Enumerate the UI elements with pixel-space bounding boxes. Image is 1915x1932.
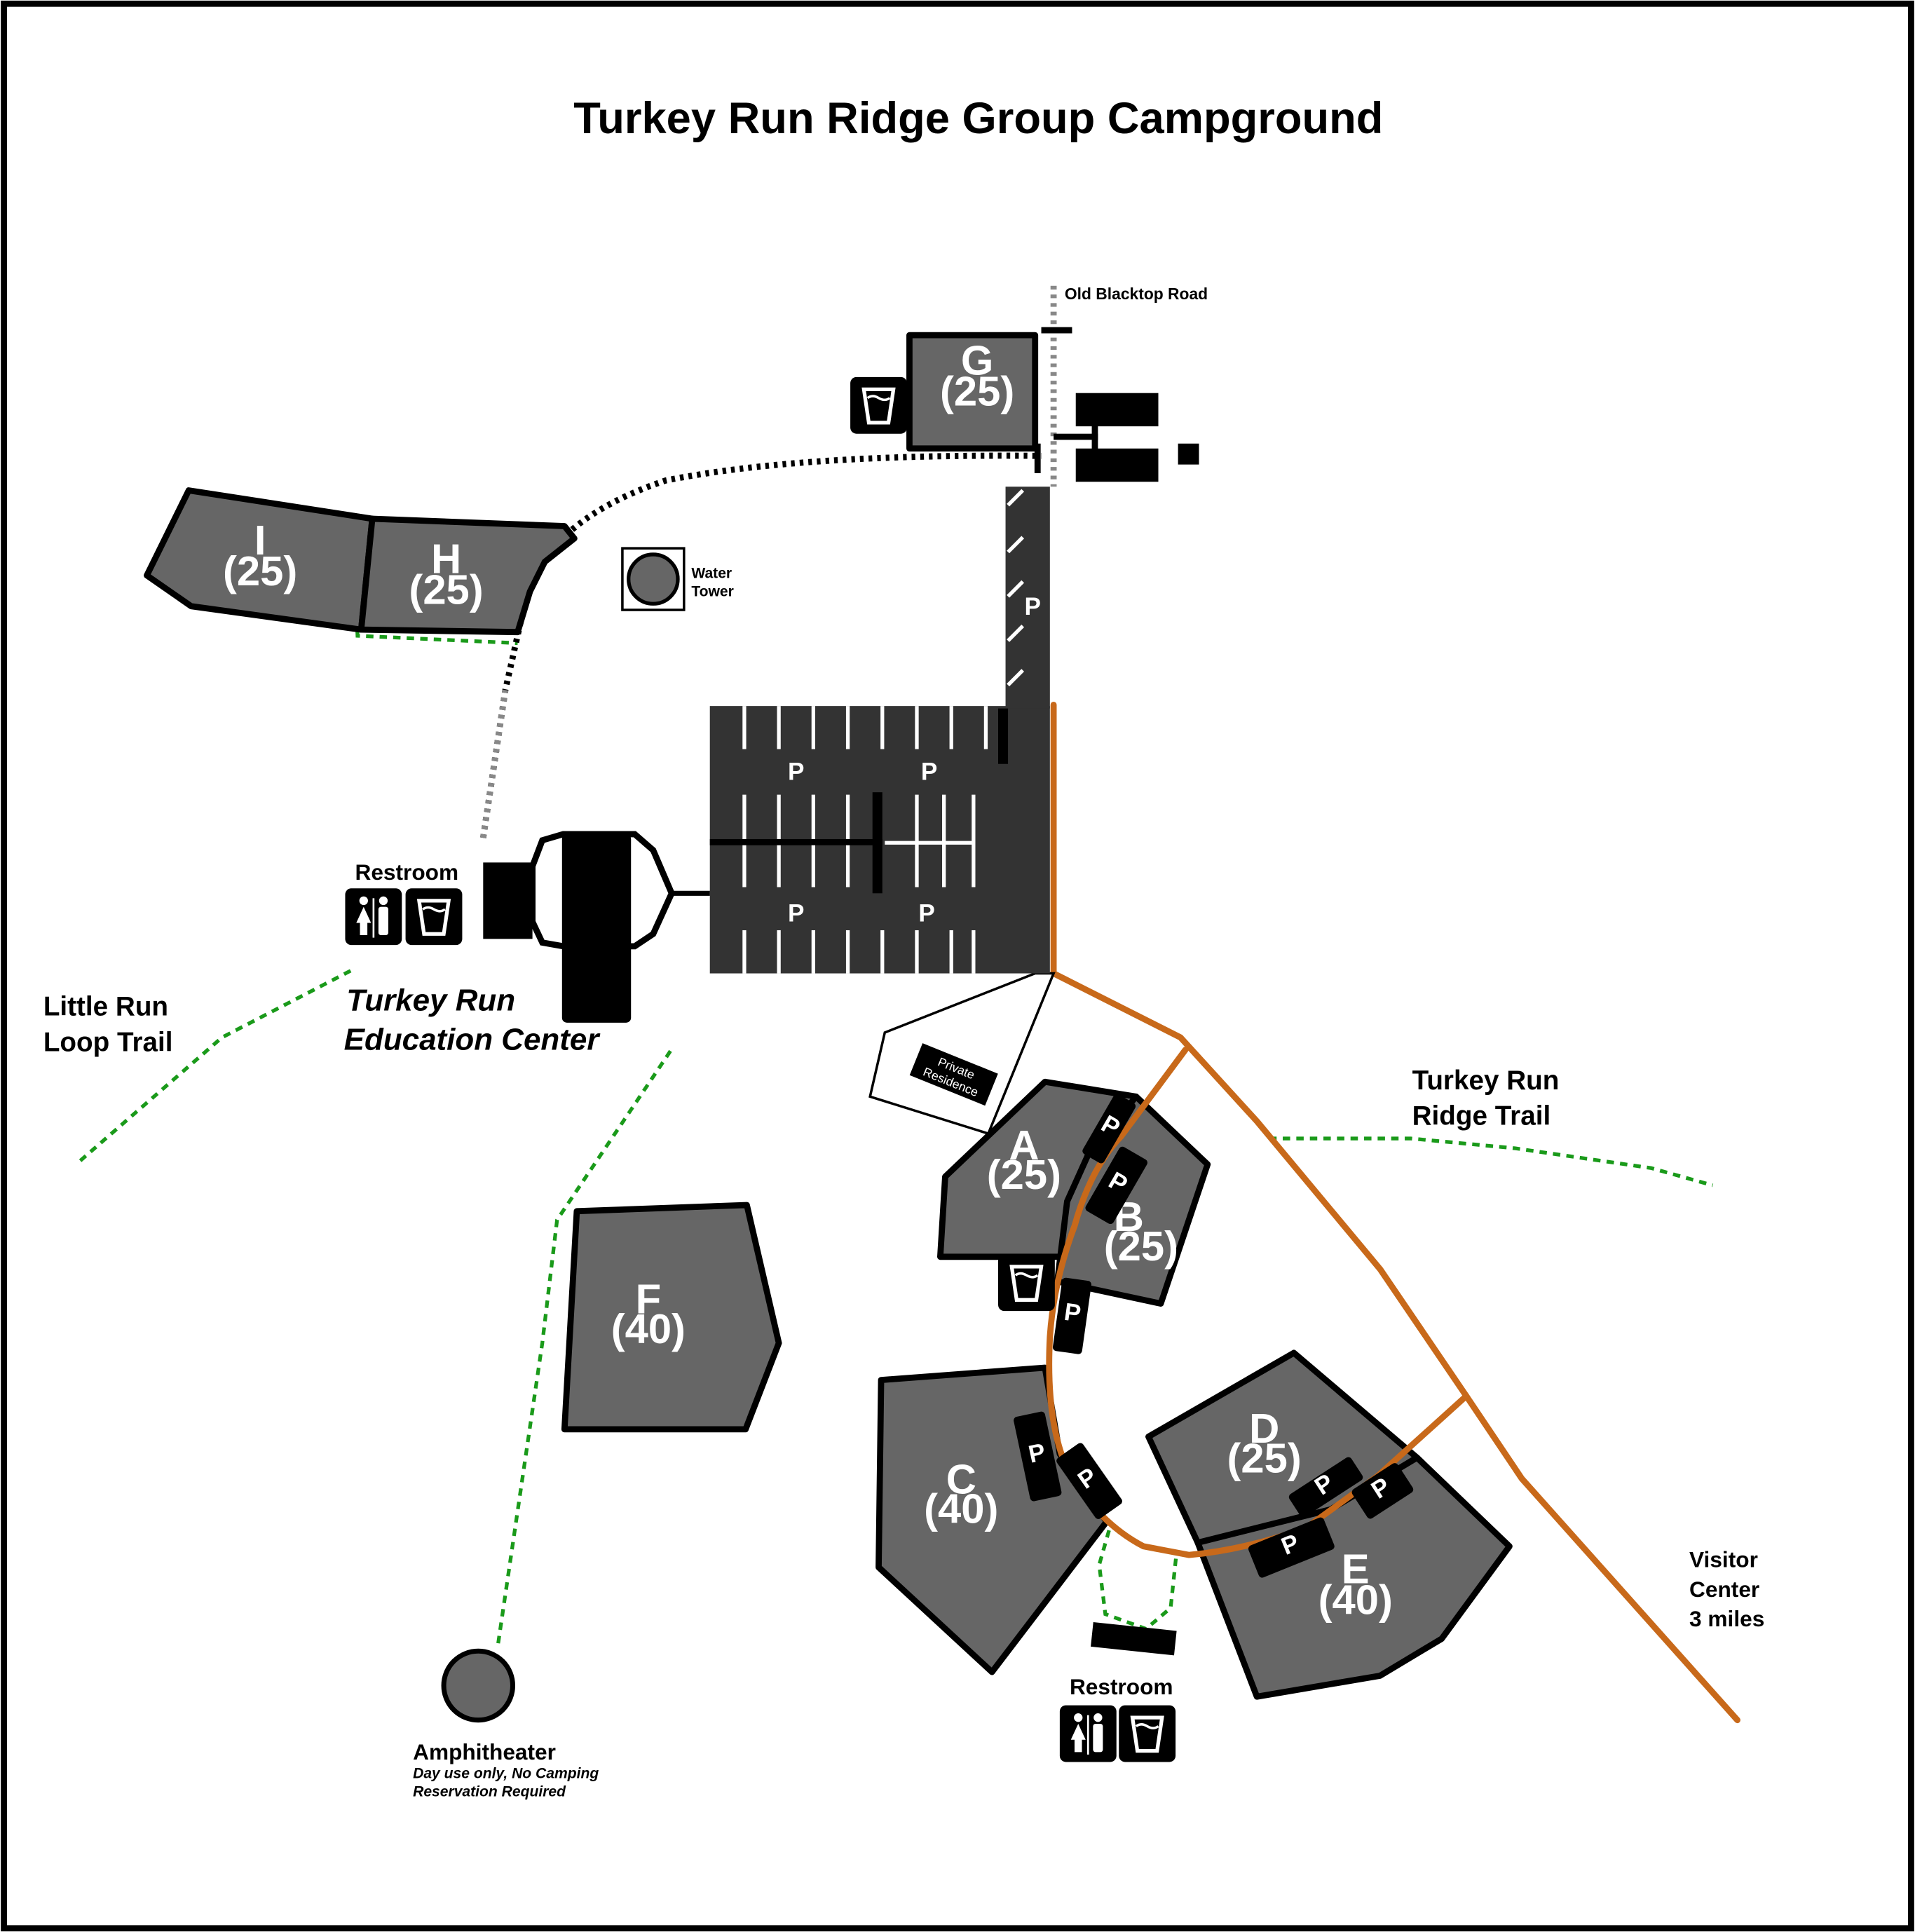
pad-p-3: P [1063,1298,1083,1328]
amphitheater-trail[interactable] [496,1049,672,1645]
restroom-lower-label: Restroom [1070,1674,1173,1699]
restroom-icon [1058,1704,1118,1763]
site-g-name: G [961,336,993,383]
site-d-capacity: (25) [1227,1434,1302,1481]
parking-label-2: P [921,758,937,786]
education-center-label-2: Education Center [344,1023,601,1057]
little-run-label-1: Little Run [43,991,168,1021]
drinking-water-icon [1119,1706,1175,1762]
site-d-name: D [1249,1405,1279,1452]
site-g-capacity: (25) [940,367,1014,414]
site-c-name: C [946,1455,976,1502]
site-h-name: H [431,535,461,582]
water-tower-label-line2: Tower [691,584,734,600]
ridge-trail-east[interactable] [1269,1136,1714,1188]
amphitheater-note-1: Day use only, No Camping [413,1765,599,1781]
parking-label-3: P [788,900,804,927]
amphitheater-icon [441,1648,516,1723]
restroom-upper-label: Restroom [355,859,459,885]
site-parking-pads[interactable]: P P P P P P P P [1013,1093,1415,1579]
site-h-capacity: (25) [409,566,483,613]
education-center-label-1: Turkey Run [346,983,515,1017]
parking-label-1: P [788,758,804,786]
restroom-icon [344,887,403,946]
water-tower-label-line1: Water [691,565,732,581]
site-a-name: A [1009,1122,1039,1169]
drinking-water-icon [850,377,907,434]
parking-label-4: P [918,900,934,927]
little-run-loop-trail[interactable] [79,967,356,1162]
lower-restroom-trail[interactable] [1097,1530,1179,1631]
site-f-name: F [636,1276,662,1323]
site-e-name: E [1342,1546,1370,1593]
amphitheater-note-2: Reservation Required [413,1784,566,1800]
water-tower-icon [627,552,680,606]
site-h[interactable]: H (25) [357,515,578,636]
site-b-capacity: (25) [1104,1223,1178,1270]
residence-buildings [1054,393,1199,482]
little-run-label-2: Loop Trail [43,1027,173,1057]
site-g[interactable]: G (25) [906,332,1039,452]
site-e-capacity: (40) [1318,1577,1393,1624]
site-i-capacity: (25) [223,547,297,594]
ridge-trail-label-2: Ridge Trail [1412,1101,1551,1131]
water-tower[interactable]: Water Tower [621,547,734,611]
visitor-center-label-1: Visitor [1689,1547,1758,1572]
site-i-name: I [254,517,266,564]
visitor-center-label-2: Center [1689,1577,1759,1602]
main-parking-lot[interactable]: P P P P P [709,487,1050,974]
site-i[interactable]: I (25) [144,487,376,633]
parking-label-5: P [1024,593,1040,620]
lower-restroom-building[interactable] [1091,1621,1177,1656]
education-center[interactable] [483,831,710,1023]
map-title: Turkey Run Ridge Group Campground [573,94,1383,143]
site-f-capacity: (40) [611,1305,686,1352]
visitor-center-label-3: 3 miles [1689,1606,1764,1631]
site-f[interactable]: F (40) [561,1202,782,1433]
drinking-water-icon [406,888,463,945]
drinking-water-icon [998,1254,1055,1311]
site-c-capacity: (40) [924,1485,998,1532]
private-residence: Private Residence [868,972,1056,1136]
old-blacktop-road-label: Old Blacktop Road [1065,285,1208,303]
ridge-trail-label-1: Turkey Run [1412,1066,1560,1096]
amphitheater-label: Amphitheater [413,1739,556,1764]
site-a-capacity: (25) [987,1151,1061,1198]
amphitheater[interactable]: Amphitheater Day use only, No Camping Re… [413,1648,599,1800]
